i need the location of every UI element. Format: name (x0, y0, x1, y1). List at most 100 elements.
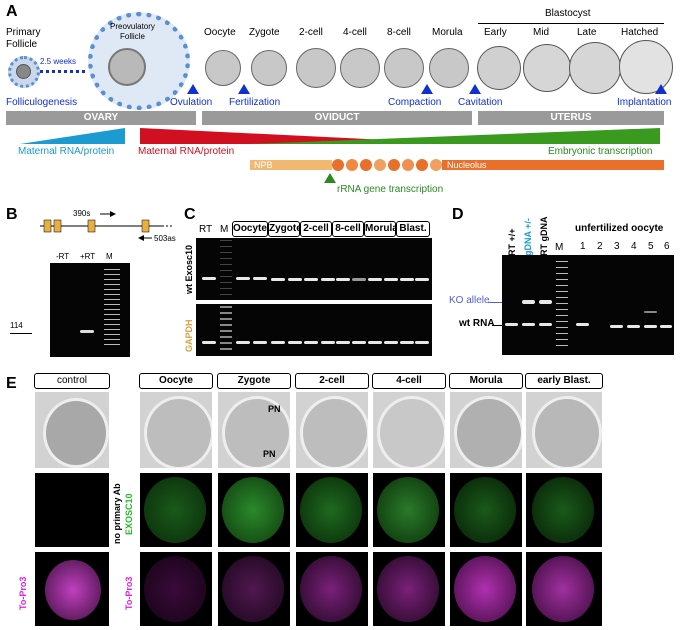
d-lane-gdna-het: gDNA +/- (523, 218, 533, 256)
morula-icon (429, 48, 469, 88)
fertilization-triangle-icon (238, 84, 250, 94)
organ-ovary: OVARY (6, 111, 196, 125)
e-row-no-primary: no primary Ab (112, 483, 122, 544)
nucleolus-label: Nucleolus (447, 160, 487, 170)
bf-morula (449, 391, 523, 469)
e-header-2cell: 2-cell (295, 373, 369, 389)
blastocyst-label: Blastocyst (545, 8, 591, 19)
c-lane-rt: RT (199, 224, 213, 235)
gel-c-exosc10 (196, 238, 432, 300)
nucleolus-transition-dots (332, 157, 442, 173)
primer-reverse-label: 503as (154, 234, 176, 243)
preovulatory-oocyte-icon (108, 48, 146, 86)
panel-label-a: A (6, 3, 18, 20)
stage-oocyte: Oocyte (204, 27, 236, 38)
event-fertilization: Fertilization (229, 97, 281, 108)
stage-late: Late (577, 27, 597, 38)
late-blastocyst-icon (569, 42, 621, 94)
embryonic-green-wedge (250, 128, 660, 144)
panel-label-c: C (184, 206, 196, 223)
lane-marker: M (106, 252, 113, 261)
embryonic-label: Embryonic transcription (548, 146, 653, 157)
d-lane-6: 6 (664, 241, 670, 252)
organ-oviduct: OVIDUCT (202, 111, 472, 125)
four-cell-icon (340, 48, 380, 88)
size-114-label: 114 (10, 321, 23, 330)
c-header-zygote: Zygote (268, 221, 302, 237)
d-lane-2: 2 (597, 241, 603, 252)
d-lane-1: 1 (580, 241, 586, 252)
npb-label: NPB (254, 160, 273, 170)
panel-label-b: B (6, 206, 18, 223)
e-row-exosc10: EXOSC10 (124, 493, 134, 535)
event-implantation: Implantation (617, 97, 672, 108)
c-header-2cell: 2-cell (300, 221, 332, 237)
e-header-zygote: Zygote (217, 373, 291, 389)
preovulatory-label: Preovulatory Follicle (110, 22, 155, 41)
cavitation-triangle-icon (469, 84, 481, 94)
stage-zygote: Zygote (249, 27, 280, 38)
e-header-oocyte: Oocyte (139, 373, 213, 389)
implantation-triangle-icon (655, 84, 667, 94)
bf-2cell (295, 391, 369, 469)
band-114 (80, 330, 94, 333)
stage-hatched: Hatched (621, 27, 659, 38)
ovulation-triangle-icon (187, 84, 199, 94)
e-header-morula: Morula (449, 373, 523, 389)
bf-control (34, 391, 110, 469)
panel-label-e: E (6, 375, 17, 392)
gel-c-gapdh (196, 304, 432, 356)
rrna-triangle-icon (324, 173, 336, 183)
gel-b (50, 263, 130, 357)
mid-blastocyst-icon (523, 44, 571, 92)
pn-label-2: PN (263, 449, 276, 459)
topro-oocyte (139, 551, 213, 627)
stage-4cell: 4-cell (343, 27, 367, 38)
primary-follicle-label: Primary Follicle (6, 27, 41, 50)
maternal-red-label: Maternal RNA/protein (138, 146, 235, 157)
dotted-arrow-icon (40, 70, 85, 73)
d-lane-rt-gdna: RT gDNA (539, 216, 549, 257)
rrna-label: rRNA gene transcription (337, 184, 444, 195)
event-folliculogenesis: Folliculogenesis (6, 97, 78, 108)
c-header-oocyte: Oocyte (232, 221, 268, 237)
eight-cell-icon (384, 48, 424, 88)
c-row-exosc10: wt Exosc10 (184, 244, 194, 294)
topro-4cell (372, 551, 446, 627)
event-compaction: Compaction (388, 97, 442, 108)
exosc10-early-blast (525, 472, 603, 548)
exosc10-2cell (295, 472, 369, 548)
d-lane-rt-wt: RT +/+ (507, 228, 517, 256)
zygote-icon (251, 50, 287, 86)
ab-control (34, 472, 110, 548)
panel-label-d: D (452, 206, 464, 223)
c-header-morula: Morula (364, 221, 398, 237)
two-cell-icon (296, 48, 336, 88)
exosc10-4cell (372, 472, 446, 548)
blastocyst-bracket (478, 23, 664, 24)
primary-oocyte-icon (16, 64, 31, 79)
primer-forward-label: 390s (73, 209, 91, 218)
d-ko-label: KO allele (449, 295, 490, 306)
topro-2cell (295, 551, 369, 627)
event-ovulation: Ovulation (170, 97, 213, 108)
stage-morula: Morula (432, 27, 463, 38)
primary-follicle-icon (8, 56, 40, 88)
compaction-triangle-icon (421, 84, 433, 94)
d-lane-m: M (555, 242, 564, 253)
c-row-gapdh: GAPDH (184, 319, 194, 352)
topro-early-blast (525, 551, 603, 627)
event-cavitation: Cavitation (458, 97, 503, 108)
bf-early-blast (525, 391, 603, 469)
lane-plus-rt: +RT (80, 252, 96, 261)
d-ko-tick (488, 302, 502, 303)
bf-oocyte (139, 391, 213, 469)
d-lane-4: 4 (631, 241, 637, 252)
size-arrow-icon (10, 333, 32, 334)
transcription-gradients (20, 128, 660, 144)
stage-mid: Mid (533, 27, 550, 38)
c-header-blast: Blast. (396, 221, 430, 237)
gel-d (502, 255, 674, 355)
organ-uterus: UTERUS (478, 111, 664, 125)
c-lane-m: M (220, 224, 229, 235)
